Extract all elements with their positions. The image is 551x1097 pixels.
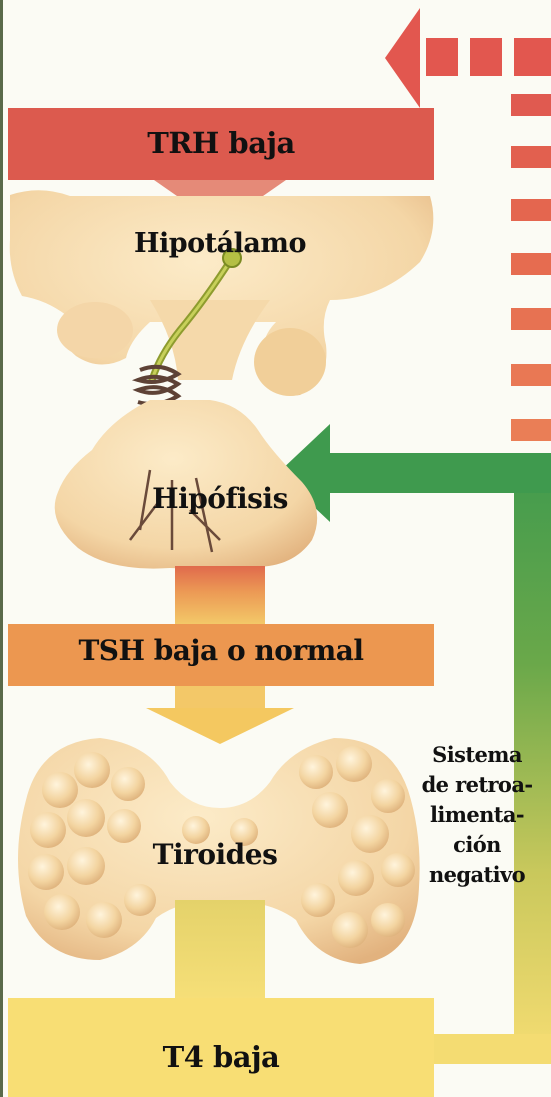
feedback-system-label: Sistema de retroa- limenta- ción negativ… <box>403 740 551 890</box>
pituitary-output-stalk <box>175 566 265 624</box>
feedback-label-line: ción <box>403 830 551 860</box>
t4-label: T4 baja <box>8 1040 434 1074</box>
trh-label: TRH baja <box>8 126 434 160</box>
hypothalamus-illustration <box>10 190 434 396</box>
hypothalamus-label: Hipotálamo <box>110 228 330 259</box>
pituitary-label: Hipófisis <box>120 482 320 515</box>
dashed-feedback-column <box>511 94 551 441</box>
feedback-label-line: de retroa- <box>403 770 551 800</box>
feedback-label-line: Sistema <box>403 740 551 770</box>
tsh-label: TSH baja o normal <box>8 634 434 667</box>
left-border <box>0 0 3 1097</box>
dashed-feedback-arrow <box>385 8 551 108</box>
feedback-label-line: negativo <box>403 860 551 890</box>
thyroid-output-stalk <box>175 900 265 1000</box>
feedback-label-line: limenta- <box>403 800 551 830</box>
thyroid-label: Tiroides <box>110 838 320 871</box>
